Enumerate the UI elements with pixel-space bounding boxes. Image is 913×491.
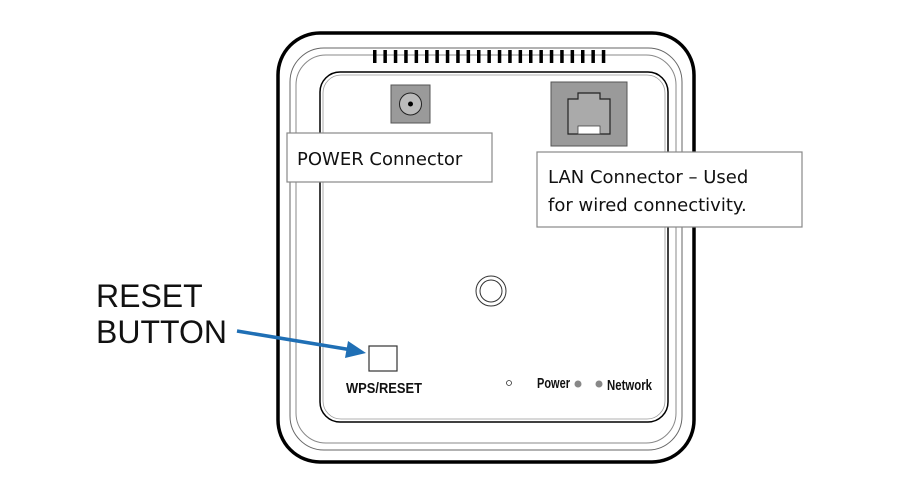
vent-slot — [477, 50, 481, 63]
vent-slot — [393, 50, 398, 63]
reset-button-annotation-line2: BUTTON — [96, 314, 227, 350]
network-led-label: Network — [607, 377, 652, 394]
vent-slot — [404, 50, 408, 63]
vent-slot — [456, 50, 460, 63]
vent-slot — [570, 50, 575, 63]
power-jack-icon — [390, 84, 431, 124]
vent-slot — [383, 50, 387, 63]
arrow-icon — [236, 329, 366, 358]
lan-connector-callout: LAN Connector – Used for wired connectiv… — [536, 151, 803, 228]
vent-slot — [445, 50, 450, 63]
vent-slot — [497, 50, 502, 63]
mounting-hole-icon — [475, 275, 507, 307]
device-bevel-outer — [289, 47, 683, 451]
vent-slot — [529, 50, 533, 63]
lan-port-icon — [550, 81, 628, 147]
vent-slot — [539, 50, 543, 63]
power-led-icon — [574, 380, 582, 388]
vent-slot — [591, 50, 595, 63]
ventilation-slots — [373, 50, 606, 63]
power-connector-label: POWER Connector — [297, 149, 463, 170]
wps-reset-label: WPS/RESET — [346, 380, 422, 397]
reset-button-annotation-line1: RESET — [96, 278, 203, 314]
lan-connector-label-line2: for wired connectivity. — [548, 195, 747, 216]
vent-slot — [425, 50, 429, 63]
device-bevel-inner — [295, 54, 677, 444]
vent-slot — [487, 50, 491, 63]
vent-slot — [435, 50, 439, 63]
pinhole-icon — [506, 380, 512, 386]
network-led-icon — [595, 380, 603, 388]
vent-slot — [466, 50, 471, 63]
vent-slot — [373, 50, 377, 63]
vent-slot — [414, 50, 419, 63]
wps-reset-button[interactable] — [368, 345, 398, 372]
power-connector-callout: POWER Connector — [286, 132, 493, 183]
lan-connector-label-line1: LAN Connector – Used — [548, 167, 748, 188]
vent-slot — [581, 50, 585, 63]
power-led-label: Power — [537, 375, 570, 392]
vent-slot — [518, 50, 523, 63]
vent-slot — [560, 50, 564, 63]
vent-slot — [549, 50, 554, 63]
vent-slot — [508, 50, 512, 63]
vent-slot — [601, 50, 606, 63]
